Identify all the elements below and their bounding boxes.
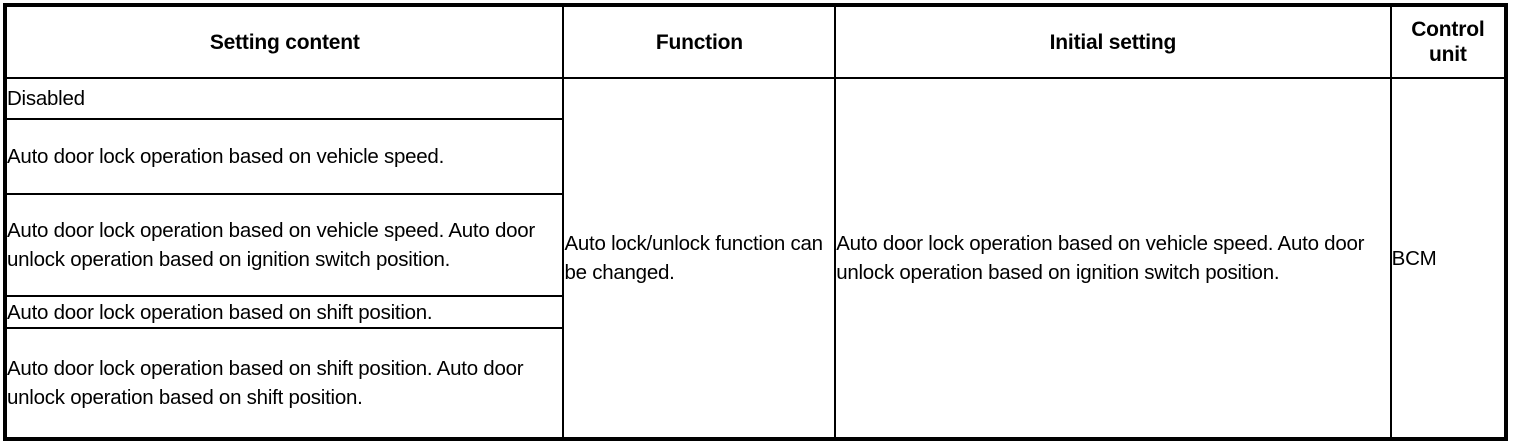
table-row: Auto door lock operation based on vehicl… [3,118,1506,195]
table-row: Auto door lock operation based on vehicl… [3,193,1506,297]
column-header-control-unit: Control unit [1389,4,1508,79]
table-row: Auto door lock operation based on shift … [3,295,1506,329]
column-header-function: Function [562,4,837,79]
settings-specification-table: Setting content Function Initial setting… [3,3,1508,441]
column-header-initial-setting: Initial setting [834,4,1392,79]
setting-content-cell-2: Auto door lock operation based on vehicl… [3,118,565,195]
setting-content-cell-1: Disabled [3,77,565,120]
table-header-row: Setting content Function Initial setting… [3,4,1508,79]
setting-content-cell-4: Auto door lock operation based on shift … [3,295,565,329]
table-header: Setting content Function Initial setting… [3,4,1508,79]
table-row: Disabled Auto lock/unlock function can b… [3,77,1508,440]
function-cell: Auto lock/unlock function can be changed… [562,77,837,440]
setting-content-cell-5: Auto door lock operation based on shift … [3,327,565,440]
column-header-setting-content: Setting content [3,4,565,79]
initial-setting-cell: Auto door lock operation based on vehicl… [834,77,1392,440]
control-unit-cell: BCM [1389,77,1508,440]
setting-content-cell-3: Auto door lock operation based on vehicl… [3,193,565,297]
table-row: Auto door lock operation based on shift … [3,327,1506,440]
table-body: Disabled Auto lock/unlock function can b… [3,77,1508,440]
